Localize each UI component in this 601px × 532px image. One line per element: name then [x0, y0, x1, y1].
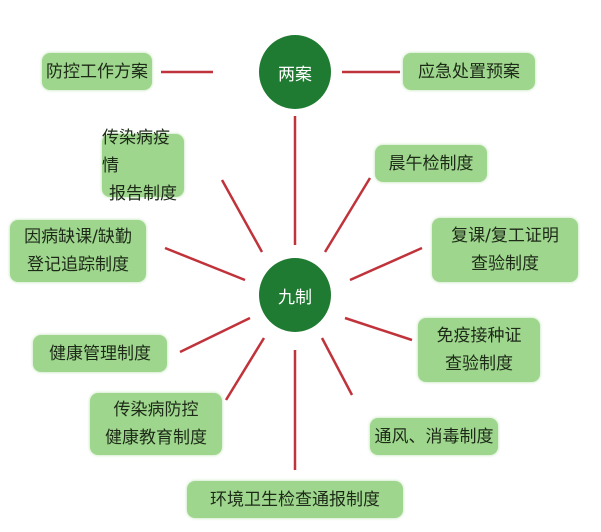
box-label: 登记追踪制度 [27, 255, 129, 275]
box-label: 应急处置预案 [418, 61, 520, 82]
box-label: 防控工作方案 [46, 61, 148, 82]
box-label: 通风、消毒制度 [374, 426, 494, 447]
hub-label: 九制 [278, 287, 312, 308]
box-label: 查验制度 [471, 254, 539, 274]
box-label: 健康教育制度 [105, 428, 207, 448]
box-label: 环境卫生检查通报制度 [210, 489, 380, 510]
box-label: 晨午检制度 [388, 153, 474, 174]
hub-nine-systems: 九制 [259, 258, 331, 332]
box-label: 查验制度 [445, 354, 513, 374]
system-box: 复课/复工证明查验制度 [432, 218, 578, 282]
connector-line [320, 337, 354, 396]
system-box: 因病缺课/缺勤登记追踪制度 [10, 220, 146, 282]
connector-line [164, 246, 246, 282]
hub-label: 两案 [278, 64, 312, 85]
system-box: 通风、消毒制度 [370, 418, 498, 455]
box-label: 因病缺课/缺勤 [24, 227, 132, 247]
connector-line [220, 179, 264, 253]
connector-line [344, 316, 413, 342]
system-box: 环境卫生检查通报制度 [187, 481, 403, 518]
box-label: 免疫接种证 [436, 326, 522, 346]
system-box: 传染病防控健康教育制度 [90, 393, 222, 455]
system-box: 晨午检制度 [375, 145, 487, 182]
box-label: 传染病防控 [113, 400, 199, 420]
system-box: 健康管理制度 [33, 335, 167, 372]
hub-two-plans: 两案 [259, 35, 331, 109]
system-box: 传染病疫情报告制度 [102, 128, 184, 204]
plan-box: 防控工作方案 [42, 53, 152, 90]
plan-box: 应急处置预案 [403, 53, 535, 90]
connector-line [349, 246, 423, 282]
box-label: 传染病疫情 [102, 127, 170, 176]
box-label: 复课/复工证明 [451, 226, 559, 246]
box-label: 报告制度 [109, 183, 177, 204]
box-label: 健康管理制度 [49, 343, 151, 364]
connector-line [179, 316, 251, 354]
connector-line [323, 177, 372, 253]
connector-line [224, 337, 266, 401]
system-box: 免疫接种证查验制度 [418, 318, 540, 382]
